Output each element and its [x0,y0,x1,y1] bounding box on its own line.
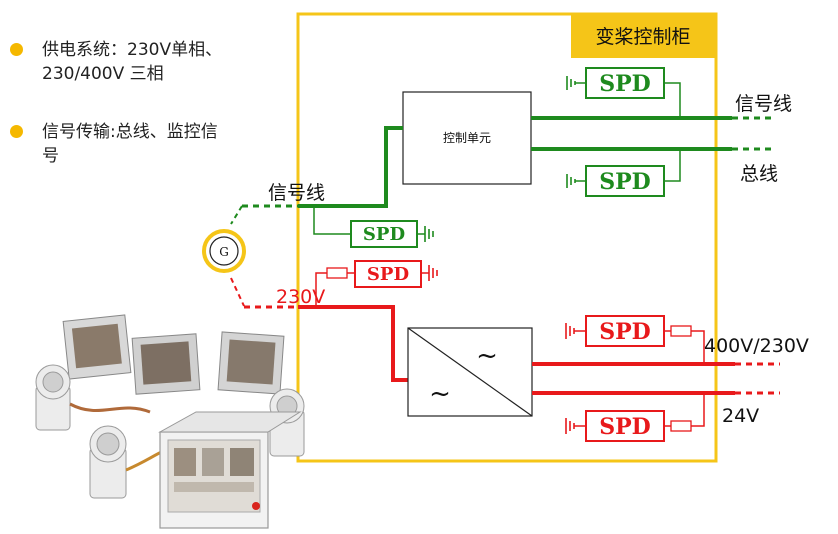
bullet-dot-icon [10,125,23,138]
bullet-power-supply: 供电系统：230V单相、 230/400V 三相 [10,38,290,86]
cabinet-title-bg [571,14,716,58]
generator-signal-lead [230,205,243,225]
bus-label: 总线 [740,163,778,185]
cabinet-frame [296,12,718,463]
spd-box-power-400v [585,315,665,347]
control-unit-box [402,91,532,185]
power-line-230v [298,305,408,382]
spd-box-power-24v [585,410,665,442]
bullet-signal-transmission: 信号传输:总线、监控信 号 [10,120,290,168]
generator-label: G [219,245,229,259]
spd-label: SPD [599,319,651,345]
spd-box-signal-top [585,67,665,99]
spd-box-bus [585,165,665,197]
spd-label: SPD [599,414,651,440]
converter-ac-symbol-bottom: ~ [429,379,451,409]
signal-line-left-label: 信号线 [268,182,325,204]
generator-power-lead [230,277,245,307]
voltage-230v-label: 230V [276,286,325,308]
pitch-control-equipment-photo [35,314,305,529]
bullet-text: 供电系统：230V单相、 230/400V 三相 [42,40,223,84]
bullet-text: 信号传输:总线、监控信 号 [42,122,218,166]
spd-label: SPD [599,169,651,195]
cabinet-title: 变桨控制柜 [595,26,690,48]
bullet-list: 供电系统：230V单相、 230/400V 三相 信号传输:总线、监控信 号 [10,38,290,202]
spd-label: SPD [363,224,405,245]
signal-line-right-label: 信号线 [735,93,792,115]
converter-ac-symbol-top: ~ [476,341,498,371]
spd-box-signal-left [350,220,418,248]
spd-label: SPD [599,71,651,97]
spd-label: SPD [367,264,409,285]
spd-box-power-input [354,260,422,288]
bullet-dot-icon [10,43,23,56]
voltage-24v-label: 24V [722,405,759,427]
voltage-400v-230v-label: 400V/230V [704,335,809,357]
signal-line-to-control-unit [298,126,403,208]
control-unit-label: 控制单元 [443,131,491,145]
